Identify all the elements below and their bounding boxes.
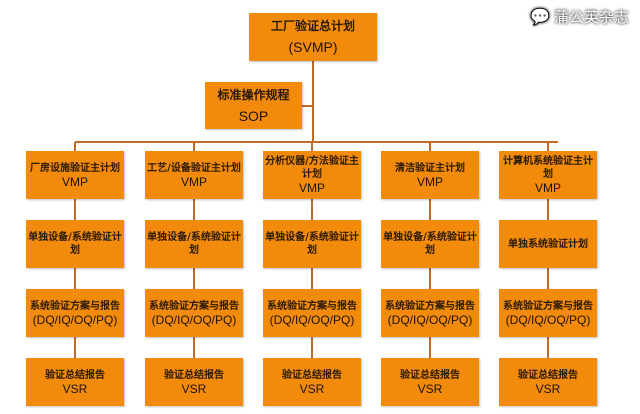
- protocol-box: 系统验证方案与报告(DQ/IQ/OQ/PQ): [381, 289, 479, 337]
- protocol-code: (DQ/IQ/OQ/PQ): [269, 312, 355, 327]
- plan-label: 单独设备/系统验证计划: [147, 232, 241, 256]
- sop-title: 标准操作规程: [217, 87, 290, 102]
- vmp-code: VMP: [61, 174, 88, 189]
- protocol-label: 系统验证方案与报告: [149, 300, 239, 312]
- watermark: 💬 蒲公英杂志: [530, 7, 629, 26]
- sop-code: SOP: [238, 107, 269, 124]
- report-code: VSR: [417, 381, 443, 396]
- vmp-code: VMP: [298, 181, 325, 195]
- vmp-code: VMP: [416, 174, 443, 189]
- connector: [75, 141, 558, 143]
- wechat-icon: 💬: [530, 7, 550, 26]
- protocol-code: (DQ/IQ/OQ/PQ): [505, 312, 591, 327]
- vmp-label: 厂房设施验证主计划: [30, 162, 120, 174]
- plan-label: 单独设备/系统验证计划: [265, 232, 359, 256]
- vmp-label: 计算机系统验证主计划: [503, 156, 593, 180]
- plan-label: 单独设备/系统验证计划: [383, 232, 477, 256]
- svmp-title: 工厂验证总计划: [270, 19, 355, 33]
- protocol-box: 系统验证方案与报告(DQ/IQ/OQ/PQ): [499, 289, 597, 337]
- svmp-code: (SVMP): [288, 39, 338, 55]
- vmp-label: 清洁验证主计划: [395, 162, 465, 174]
- vmp-label: 分析仪器/方法验证主计划: [265, 156, 359, 180]
- protocol-box: 系统验证方案与报告(DQ/IQ/OQ/PQ): [263, 289, 361, 337]
- report-code: VSR: [62, 381, 88, 396]
- plan-box: 单独系统验证计划: [499, 220, 597, 268]
- protocol-label: 系统验证方案与报告: [30, 300, 120, 312]
- protocol-code: (DQ/IQ/OQ/PQ): [32, 312, 118, 327]
- plan-label: 单独系统验证计划: [508, 238, 588, 250]
- vmp-label: 工艺/设备验证主计划: [147, 162, 241, 174]
- vmp-code: VMP: [180, 174, 207, 189]
- protocol-label: 系统验证方案与报告: [385, 300, 475, 312]
- report-label: 验证总结报告: [45, 369, 105, 381]
- report-label: 验证总结报告: [282, 369, 342, 381]
- protocol-code: (DQ/IQ/OQ/PQ): [387, 312, 473, 327]
- vmp-code: VMP: [534, 181, 561, 195]
- report-code: VSR: [299, 381, 325, 396]
- plan-box: 单独设备/系统验证计划: [145, 220, 243, 268]
- protocol-box: 系统验证方案与报告(DQ/IQ/OQ/PQ): [145, 289, 243, 337]
- svmp-box: 工厂验证总计划 (SVMP): [249, 13, 377, 61]
- connector: [312, 61, 314, 143]
- plan-box: 单独设备/系统验证计划: [263, 220, 361, 268]
- protocol-label: 系统验证方案与报告: [267, 300, 357, 312]
- plan-box: 单独设备/系统验证计划: [26, 220, 124, 268]
- plan-box: 单独设备/系统验证计划: [381, 220, 479, 268]
- report-code: VSR: [535, 381, 561, 396]
- report-label: 验证总结报告: [164, 369, 224, 381]
- connector: [302, 105, 312, 107]
- plan-label: 单独设备/系统验证计划: [28, 232, 122, 256]
- sop-box: 标准操作规程 SOP: [205, 82, 302, 129]
- report-label: 验证总结报告: [400, 369, 460, 381]
- protocol-label: 系统验证方案与报告: [503, 300, 593, 312]
- report-label: 验证总结报告: [518, 369, 578, 381]
- protocol-box: 系统验证方案与报告(DQ/IQ/OQ/PQ): [26, 289, 124, 337]
- report-code: VSR: [181, 381, 207, 396]
- protocol-code: (DQ/IQ/OQ/PQ): [151, 312, 237, 327]
